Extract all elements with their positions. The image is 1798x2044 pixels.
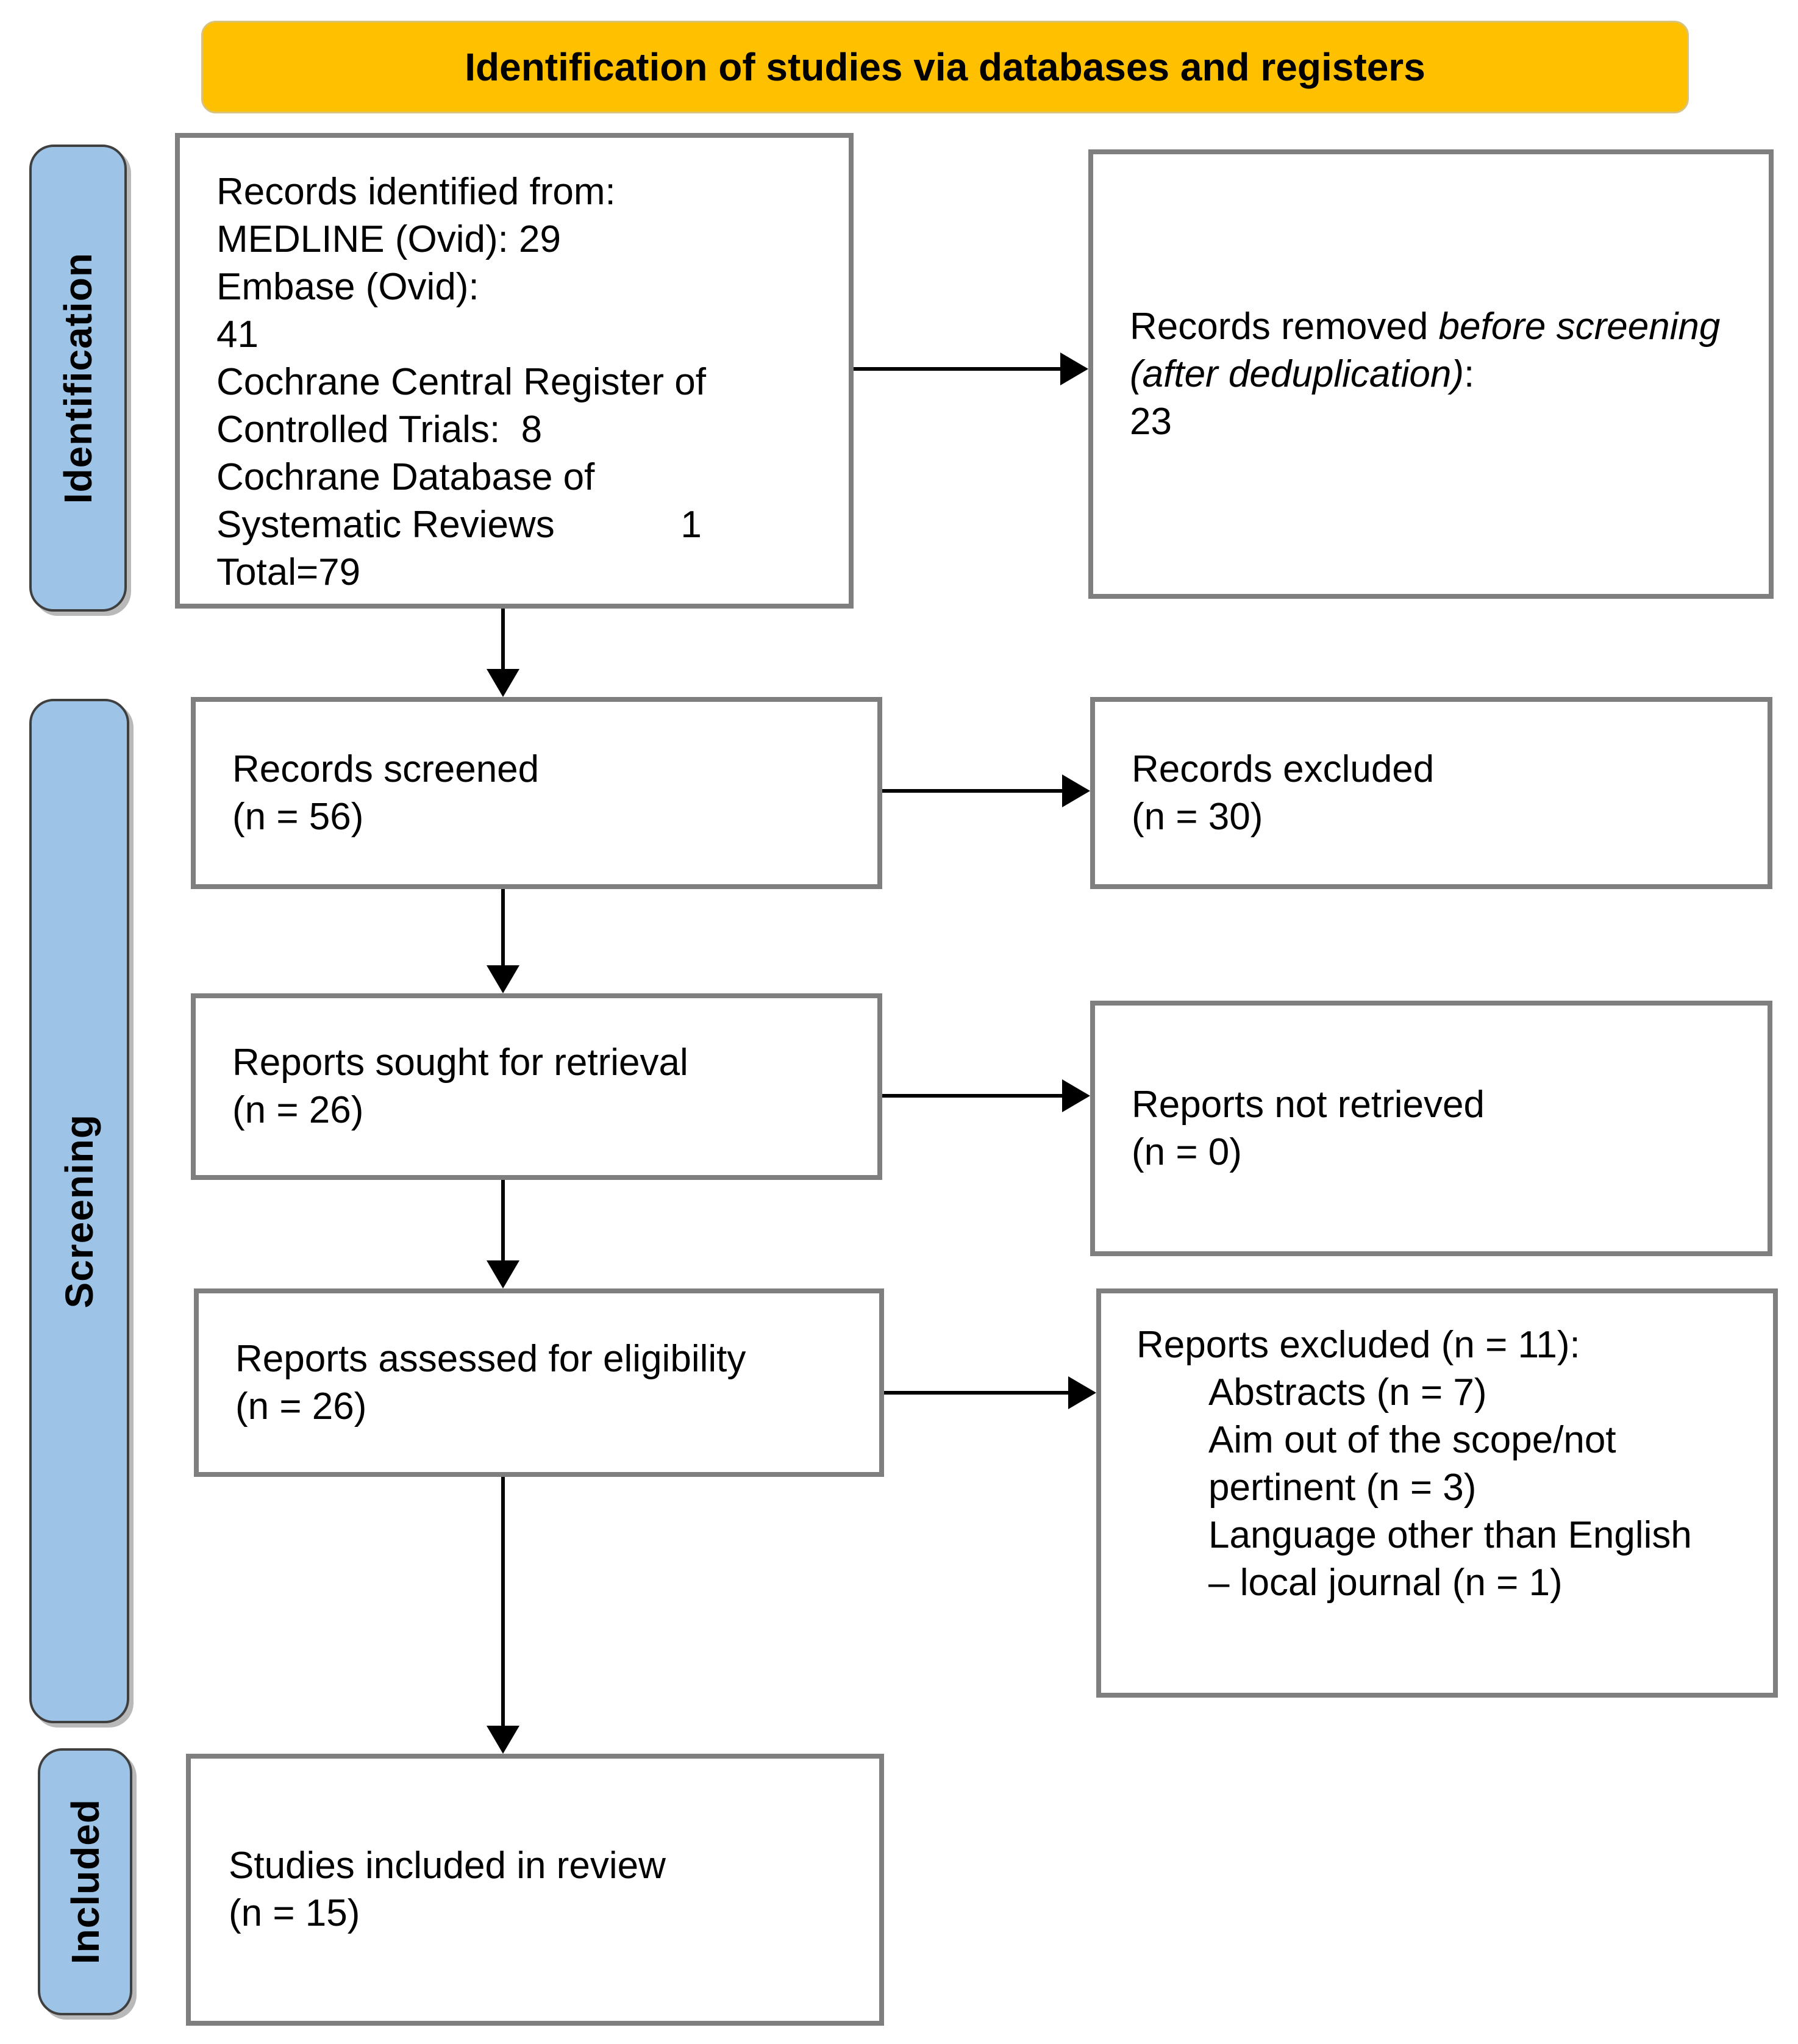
text-line: Reports sought for retrieval [232,1042,688,1084]
stage-tab-label: Identification [56,252,100,504]
text-line: Language other than English [1208,1514,1692,1556]
stage-tab-label: Included [63,1799,107,1965]
arrowhead-right-icon [1060,352,1088,385]
banner: Identification of studies via databases … [201,21,1689,113]
text-line: Aim out of the scope/not [1208,1419,1616,1461]
reports-not-retrieved-box: Reports not retrieved (n = 0) [1090,1001,1772,1256]
text-line: Total=79 [216,551,361,593]
text-line: (n = 26) [232,1089,364,1131]
arrow-assessed-to-included [501,1477,505,1726]
text-line: Records screened [232,748,540,790]
stage-tab-included: Included [38,1748,132,2015]
text-line: (n = 56) [232,795,364,838]
text-line: Systematic Reviews 1 [216,504,702,546]
arrow-screened-to-excluded [882,789,1062,793]
records-excluded-box: Records excluded (n = 30) [1090,697,1772,889]
arrow-assessed-to-reports-excluded [884,1391,1068,1395]
text-line: Studies included in review [229,1845,666,1887]
text-line: (n = 0) [1132,1131,1242,1173]
text-line: Reports assessed for eligibility [235,1337,746,1380]
arrowhead-right-icon [1068,1376,1096,1409]
stage-tab-identification: Identification [29,145,127,612]
arrowhead-down-icon [487,1260,519,1288]
reports-assessed-box: Reports assessed for eligibility (n = 26) [194,1288,884,1477]
text-line: Cochrane Central Register of [216,361,706,403]
text-line: Records excluded [1132,748,1435,790]
arrowhead-down-icon [487,1726,519,1754]
stage-tab-label: Screening [57,1113,101,1309]
text-line: Cochrane Database of [216,456,595,498]
arrow-screened-to-sought [501,889,505,965]
arrow-sought-to-assessed [501,1180,505,1260]
text-line: Records removed before screening (after … [1130,305,1721,395]
studies-included-box: Studies included in review (n = 15) [186,1754,884,2026]
text-line: (n = 15) [229,1892,360,1934]
reports-excluded-box: Reports excluded (n = 11): Abstracts (n =… [1096,1288,1778,1698]
text-line: MEDLINE (Ovid): 29 [216,218,562,260]
records-identified-box: Records identified from: MEDLINE (Ovid): … [175,133,854,609]
arrowhead-right-icon [1062,774,1090,807]
arrow-sought-to-not-retrieved [882,1094,1062,1098]
records-screened-box: Records screened (n = 56) [191,697,882,889]
arrowhead-down-icon [487,965,519,993]
reports-sought-box: Reports sought for retrieval (n = 26) [191,993,882,1180]
text-line: 41 [216,313,259,356]
arrowhead-down-icon [487,669,519,697]
records-removed-box: Records removed before screening (after … [1088,149,1774,599]
text-line: Reports excluded (n = 11): [1136,1324,1580,1366]
text-line: Reports not retrieved [1132,1083,1485,1126]
text-line: Embase (Ovid): [216,266,479,308]
arrow-identified-to-removed [854,367,1060,371]
text-line: Abstracts (n = 7) [1208,1371,1487,1413]
text-line: 23 [1130,400,1172,443]
text-line: Controlled Trials: 8 [216,409,543,451]
banner-title: Identification of studies via databases … [465,45,1425,89]
arrow-identified-to-screened [501,609,505,669]
text-line: (n = 26) [235,1385,367,1428]
text-line: – local journal (n = 1) [1208,1562,1563,1604]
text-line: (n = 30) [1132,795,1263,838]
arrowhead-right-icon [1062,1079,1090,1112]
text-line: pertinent (n = 3) [1208,1467,1477,1509]
text-line: Records identified from: [216,171,616,213]
stage-tab-screening: Screening [29,699,129,1723]
